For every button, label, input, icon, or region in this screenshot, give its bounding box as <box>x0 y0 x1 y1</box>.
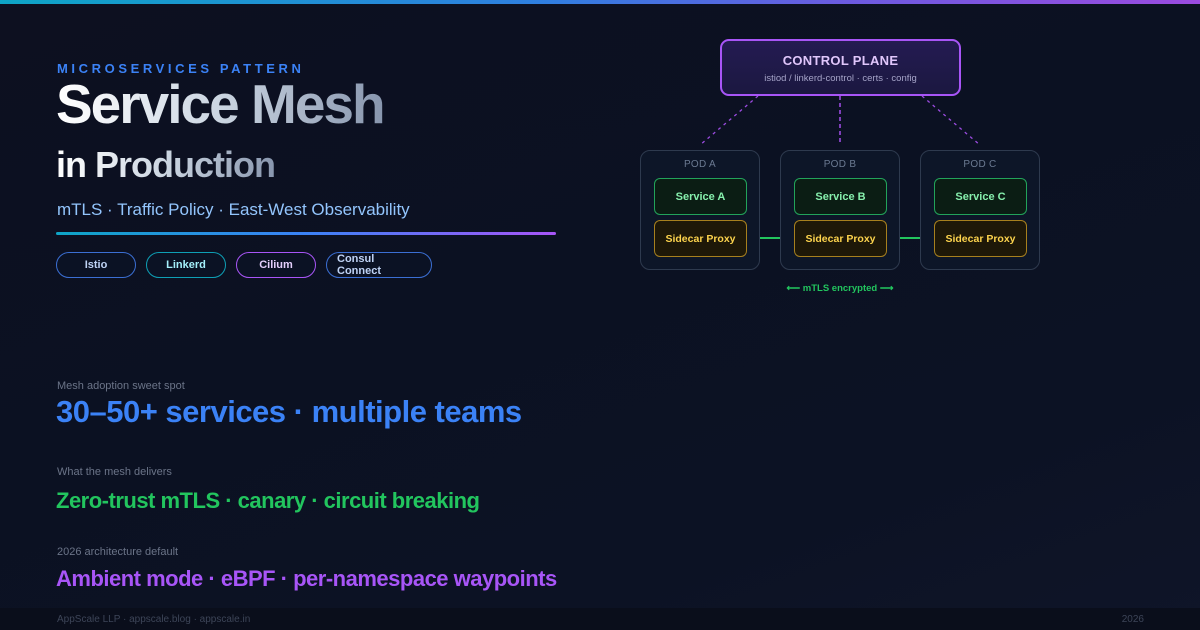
control-link-pod-a <box>699 95 759 146</box>
eyebrow-label: MICROSERVICES PATTERN <box>57 61 305 76</box>
pod-label: POD A <box>683 159 717 170</box>
page-subtitle: mTLS · Traffic Policy · East-West Observ… <box>57 200 410 219</box>
control-plane-title: CONTROL PLANE <box>782 53 899 68</box>
footer: AppScale LLP · appscale.blog · appscale.… <box>0 608 1200 630</box>
sidecar-proxy-node[interactable]: Sidecar Proxy <box>934 220 1027 257</box>
service-node[interactable]: Service A <box>654 178 747 215</box>
control-link-pod-c <box>921 95 981 146</box>
service-mesh-diagram: CONTROL PLANE istiod / linkerd-control ·… <box>640 39 1040 294</box>
service-node[interactable]: Service C <box>934 178 1027 215</box>
tag-istio[interactable]: Istio <box>56 252 136 278</box>
pod-label: POD B <box>823 159 857 170</box>
tag-list: Istio Linkerd Cilium Consul Connect <box>56 252 432 278</box>
footer-year: 2026 <box>1121 614 1144 625</box>
top-accent-bar <box>0 0 1200 4</box>
tag-consul-connect[interactable]: Consul Connect <box>326 252 432 278</box>
stat-label-delivers: What the mesh delivers <box>57 466 172 478</box>
stat-value-adoption: 30–50+ services · multiple teams <box>56 394 522 429</box>
pod-c[interactable]: POD C Service C Sidecar Proxy <box>920 150 1040 270</box>
stat-label-adoption: Mesh adoption sweet spot <box>57 380 185 392</box>
tag-cilium[interactable]: Cilium <box>236 252 316 278</box>
sidecar-proxy-node[interactable]: Sidecar Proxy <box>654 220 747 257</box>
gradient-divider <box>56 232 556 235</box>
tag-linkerd[interactable]: Linkerd <box>146 252 226 278</box>
pod-a[interactable]: POD A Service A Sidecar Proxy <box>640 150 760 270</box>
stat-label-architecture: 2026 architecture default <box>57 546 179 558</box>
pod-b[interactable]: POD B Service B Sidecar Proxy <box>780 150 900 270</box>
page-title-secondary: in Production <box>56 144 276 185</box>
mtls-link-label: ⟵ mTLS encrypted ⟶ <box>786 283 894 294</box>
footer-credits: AppScale LLP · appscale.blog · appscale.… <box>57 614 251 625</box>
stat-value-architecture: Ambient mode · eBPF · per-namespace wayp… <box>56 566 557 591</box>
pod-label: POD C <box>963 159 997 170</box>
sidecar-proxy-node[interactable]: Sidecar Proxy <box>794 220 887 257</box>
control-plane-subtitle: istiod / linkerd-control · certs · confi… <box>764 73 917 84</box>
stat-value-delivers: Zero-trust mTLS · canary · circuit break… <box>56 488 480 513</box>
control-plane-node[interactable]: CONTROL PLANE istiod / linkerd-control ·… <box>720 39 961 96</box>
service-node[interactable]: Service B <box>794 178 887 215</box>
page-title: Service Mesh <box>56 73 386 135</box>
